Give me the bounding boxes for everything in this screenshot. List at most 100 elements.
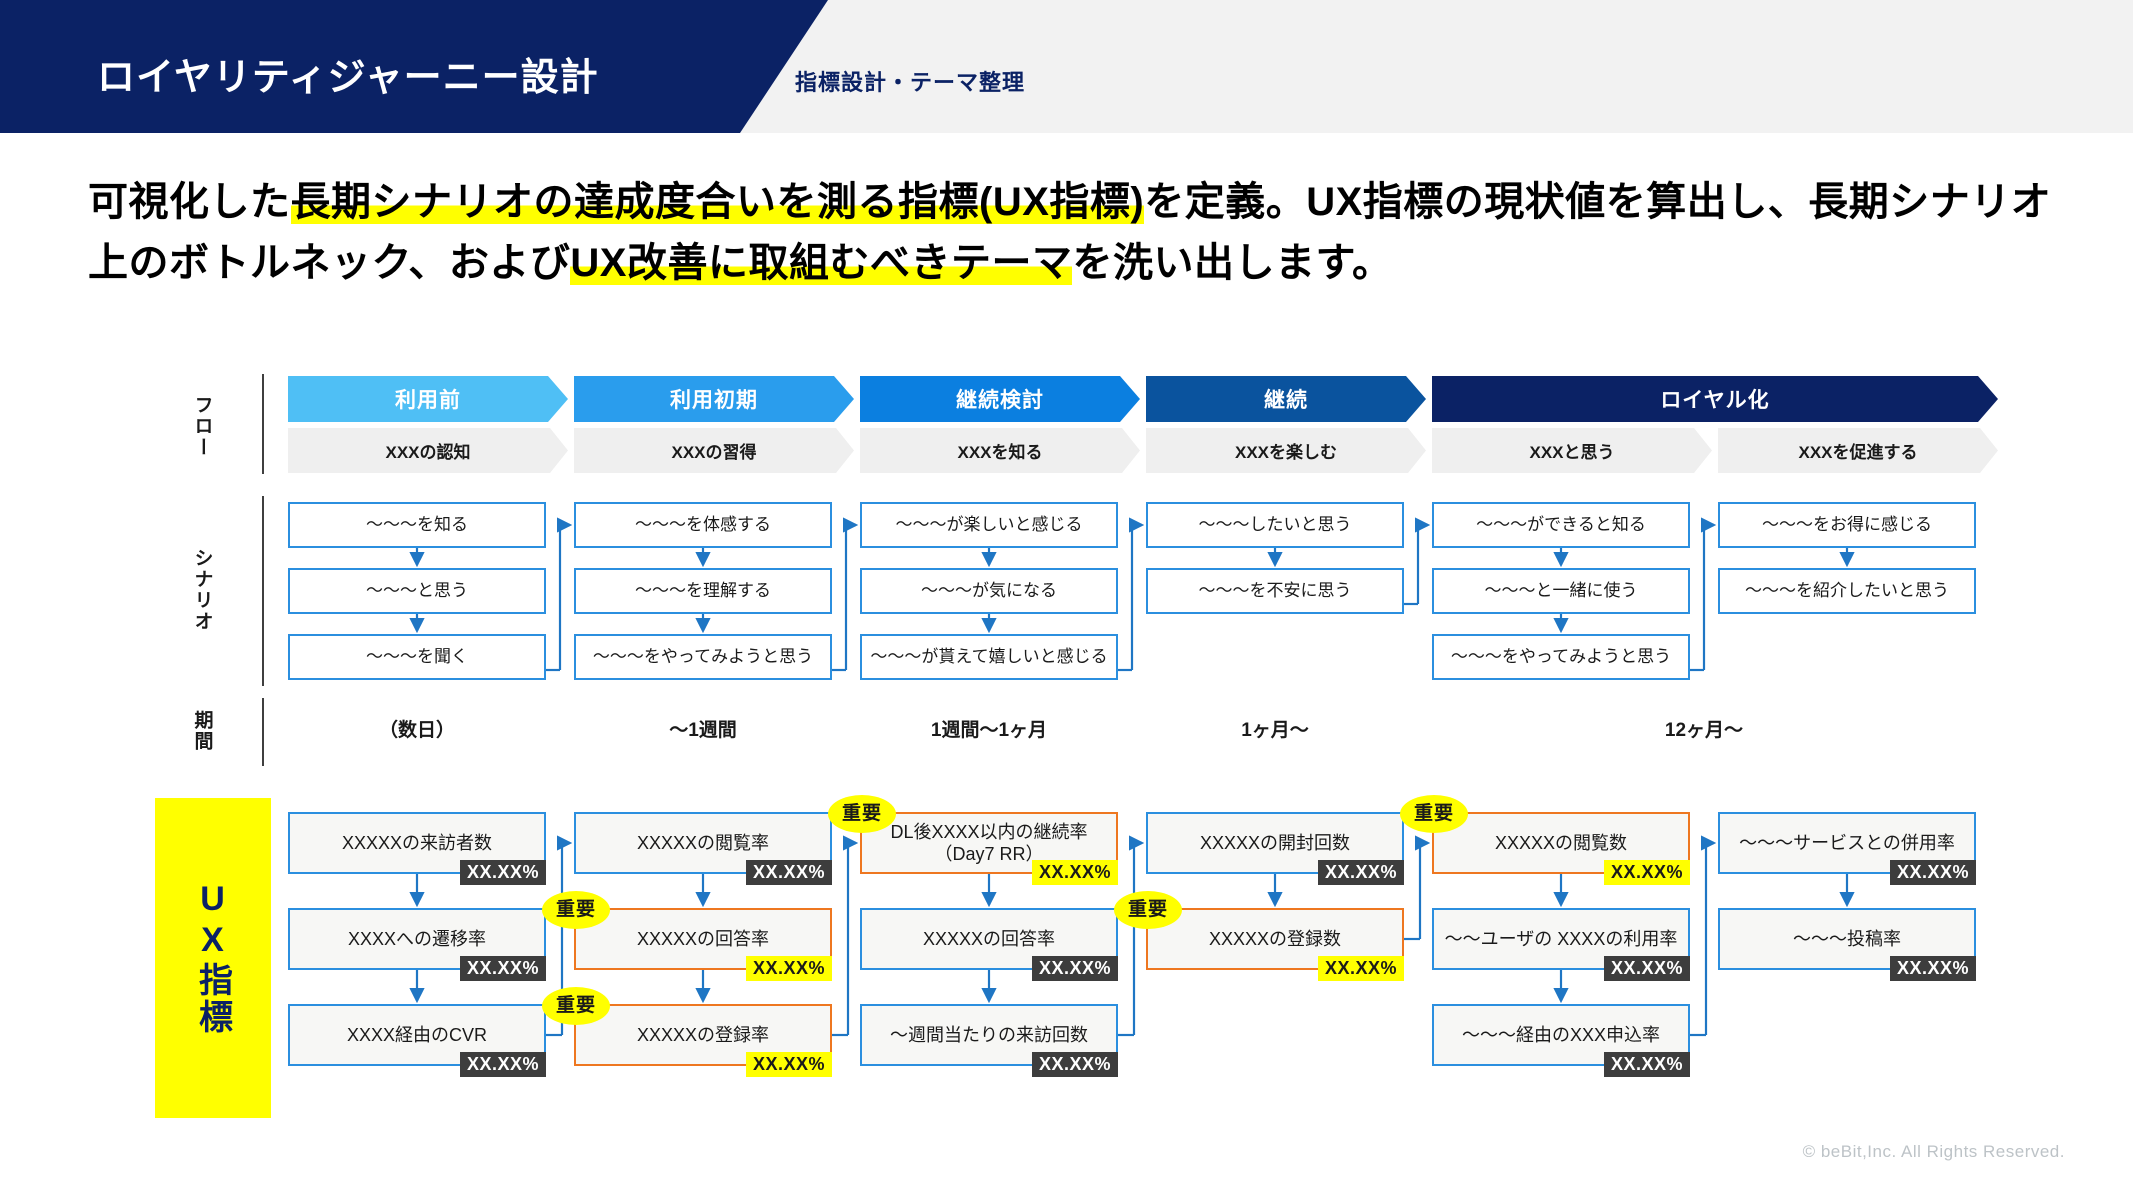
important-badge: 重要 xyxy=(1400,795,1468,833)
ux-metric-value-badge: XX.XX% xyxy=(745,859,832,885)
scenario-box[interactable]: 〜〜〜を理解する xyxy=(574,568,832,614)
scenario-box[interactable]: 〜〜〜が貰えて嬉しいと感じる xyxy=(860,634,1118,680)
ux-metric-label: 〜〜〜経由のXXX申込率 xyxy=(1461,1024,1661,1045)
scenario-box[interactable]: 〜〜〜をやってみようと思う xyxy=(1432,634,1690,680)
flow-substage-1[interactable]: XXXの認知 xyxy=(288,428,568,473)
scenario-box[interactable]: 〜〜〜と一緒に使う xyxy=(1432,568,1690,614)
ux-metric-value-badge: XX.XX% xyxy=(1031,1051,1118,1077)
ux-metric-box[interactable]: 〜〜〜経由のXXX申込率 XX.XX% xyxy=(1432,1004,1690,1077)
row-divider xyxy=(262,496,264,686)
ux-metric-value-badge: XX.XX% xyxy=(745,955,832,981)
ux-metric-value-badge: XX.XX% xyxy=(1603,955,1690,981)
scenario-box[interactable]: 〜〜〜が気になる xyxy=(860,568,1118,614)
row-label-scenario: シナリオ xyxy=(191,548,213,632)
important-badge: 重要 xyxy=(542,891,610,929)
ux-metric-label: XXXX経由のCVR xyxy=(346,1024,488,1045)
important-badge: 重要 xyxy=(542,987,610,1025)
ux-metric-box[interactable]: DL後XXXX以内の継続率（Day7 RR）XX.XX% 重要 xyxy=(828,795,1118,885)
scenario-box[interactable]: 〜〜〜を不安に思う xyxy=(1146,568,1404,614)
copyright-footer: © beBit,Inc. All Rights Reserved. xyxy=(1802,1142,2065,1161)
ux-metric-label: XXXXXの回答率 xyxy=(922,928,1056,949)
period-label-1: （数日） xyxy=(378,720,455,741)
ux-metric-label: XXXXXの登録率 xyxy=(636,1024,770,1045)
ux-indicator-sidebar: UX指標 xyxy=(155,798,271,1118)
flow-substage-2[interactable]: XXXの習得 xyxy=(574,428,854,473)
row-divider xyxy=(262,374,264,474)
ux-metric-label: DL後XXXX以内の継続率（Day7 RR） xyxy=(890,821,1088,865)
ux-metric-value-badge: XX.XX% xyxy=(1317,859,1404,885)
scenario-box[interactable]: 〜〜〜と思う xyxy=(288,568,546,614)
ux-metric-label: XXXXXの閲覧数 xyxy=(1494,832,1628,853)
ux-metric-value-badge: XX.XX% xyxy=(1031,955,1118,981)
ux-metric-value-badge: XX.XX% xyxy=(1603,1051,1690,1077)
ux-metric-value-badge: XX.XX% xyxy=(1889,955,1976,981)
ux-metric-box[interactable]: 〜〜〜サービスとの併用率 XX.XX% xyxy=(1718,812,1976,885)
scenario-box[interactable]: 〜〜〜が楽しいと感じる xyxy=(860,502,1118,548)
scenario-box[interactable]: 〜〜〜をやってみようと思う xyxy=(574,634,832,680)
ux-metric-value-badge: XX.XX% xyxy=(1603,859,1690,885)
flow-substage-3[interactable]: XXXを知る xyxy=(860,428,1140,473)
row-label-period: 期間 xyxy=(191,710,213,752)
flow-substage-4[interactable]: XXXを楽しむ xyxy=(1146,428,1426,473)
scenario-box[interactable]: 〜〜〜を紹介したいと思う xyxy=(1718,568,1976,614)
scenario-box[interactable]: 〜〜〜を体感する xyxy=(574,502,832,548)
lead-part-2: を定義。UX指標の現状値を算出し、長期シナリオ上のボトルネック、および xyxy=(88,180,2052,285)
ux-metric-label: 〜〜〜サービスとの併用率 xyxy=(1739,832,1955,853)
ux-metric-label: 〜〜〜投稿率 xyxy=(1793,928,1901,949)
important-badge: 重要 xyxy=(1114,891,1182,929)
ux-metric-box[interactable]: 〜〜〜投稿率 XX.XX% xyxy=(1718,908,1976,981)
row-divider xyxy=(262,698,264,766)
ux-indicator-sidebar-label: UX指標 xyxy=(193,880,232,1036)
flow-substage-5[interactable]: XXXと思う xyxy=(1432,428,1712,473)
scenario-box[interactable]: 〜〜〜をお得に感じる xyxy=(1718,502,1976,548)
ux-metric-box[interactable]: XXXXXの登録数 XX.XX% 重要 xyxy=(1114,891,1404,981)
flow-stage-4[interactable]: 継続 xyxy=(1146,376,1426,422)
ux-metric-value-badge: XX.XX% xyxy=(459,955,546,981)
scenario-box[interactable]: 〜〜〜ができると知る xyxy=(1432,502,1690,548)
flow-stage-1[interactable]: 利用前 xyxy=(288,376,568,422)
ux-metric-value-badge: XX.XX% xyxy=(459,1051,546,1077)
lead-highlight-2: UX改善に取組むべきテーマ xyxy=(570,240,1073,285)
ux-metric-label: XXXXXの回答率 xyxy=(636,928,770,949)
flow-substage-6[interactable]: XXXを促進する xyxy=(1718,428,1998,473)
ux-metric-box[interactable]: XXXXXの登録率 XX.XX% 重要 xyxy=(542,987,832,1077)
page-header: ロイヤリティジャーニー設計 指標設計・テーマ整理 xyxy=(0,0,2133,133)
ux-metric-label: XXXXXの開封回数 xyxy=(1199,832,1351,853)
ux-metric-box[interactable]: XXXXXの回答率 XX.XX% 重要 xyxy=(542,891,832,981)
page-title: ロイヤリティジャーニー設計 xyxy=(97,57,599,99)
lead-paragraph: 可視化した長期シナリオの達成度合いを測る指標(UX指標)を定義。UX指標の現状値… xyxy=(88,172,2078,294)
ux-metric-label: 〜〜ユーザの XXXXの利用率 xyxy=(1444,928,1678,949)
period-label-3: 1週間〜1ヶ月 xyxy=(930,720,1048,741)
ux-metric-value-badge: XX.XX% xyxy=(1031,859,1118,885)
ux-metric-label: XXXXXの登録数 xyxy=(1208,928,1342,949)
header-subtitle: 指標設計・テーマ整理 xyxy=(795,70,1026,95)
ux-metric-box[interactable]: XXXX経由のCVR XX.XX% xyxy=(288,1004,546,1077)
lead-part-1: 可視化した xyxy=(88,180,291,224)
important-badge: 重要 xyxy=(828,795,896,833)
row-label-flow: フロー xyxy=(191,394,213,458)
header-navy-banner xyxy=(0,0,828,133)
period-label-5: 12ヶ月〜 xyxy=(1664,720,1744,741)
ux-metric-value-badge: XX.XX% xyxy=(1889,859,1976,885)
scenario-box[interactable]: 〜〜〜を聞く xyxy=(288,634,546,680)
flow-stage-3[interactable]: 継続検討 xyxy=(860,376,1140,422)
lead-highlight-1: 長期シナリオの達成度合いを測る指標(UX指標) xyxy=(290,180,1145,224)
ux-metric-box[interactable]: XXXXXの閲覧数 XX.XX% 重要 xyxy=(1400,795,1690,885)
ux-metric-label: 〜週間当たりの来訪回数 xyxy=(890,1024,1088,1045)
ux-metric-box[interactable]: XXXXXの回答率 XX.XX% xyxy=(860,908,1118,981)
flow-stage-2[interactable]: 利用初期 xyxy=(574,376,854,422)
ux-metric-box[interactable]: 〜〜ユーザの XXXXの利用率 XX.XX% xyxy=(1432,908,1690,981)
scenario-box[interactable]: 〜〜〜を知る xyxy=(288,502,546,548)
ux-metric-box[interactable]: 〜週間当たりの来訪回数 XX.XX% xyxy=(860,1004,1118,1077)
flow-stage-5[interactable]: ロイヤル化 xyxy=(1432,376,1998,422)
scenario-box[interactable]: 〜〜〜したいと思う xyxy=(1146,502,1404,548)
period-label-4: 1ヶ月〜 xyxy=(1241,720,1309,741)
period-label-2: 〜1週間 xyxy=(669,720,737,741)
ux-metric-value-badge: XX.XX% xyxy=(745,1051,832,1077)
ux-metric-value-badge: XX.XX% xyxy=(1317,955,1404,981)
ux-metric-box[interactable]: XXXXXの開封回数 XX.XX% xyxy=(1146,812,1404,885)
